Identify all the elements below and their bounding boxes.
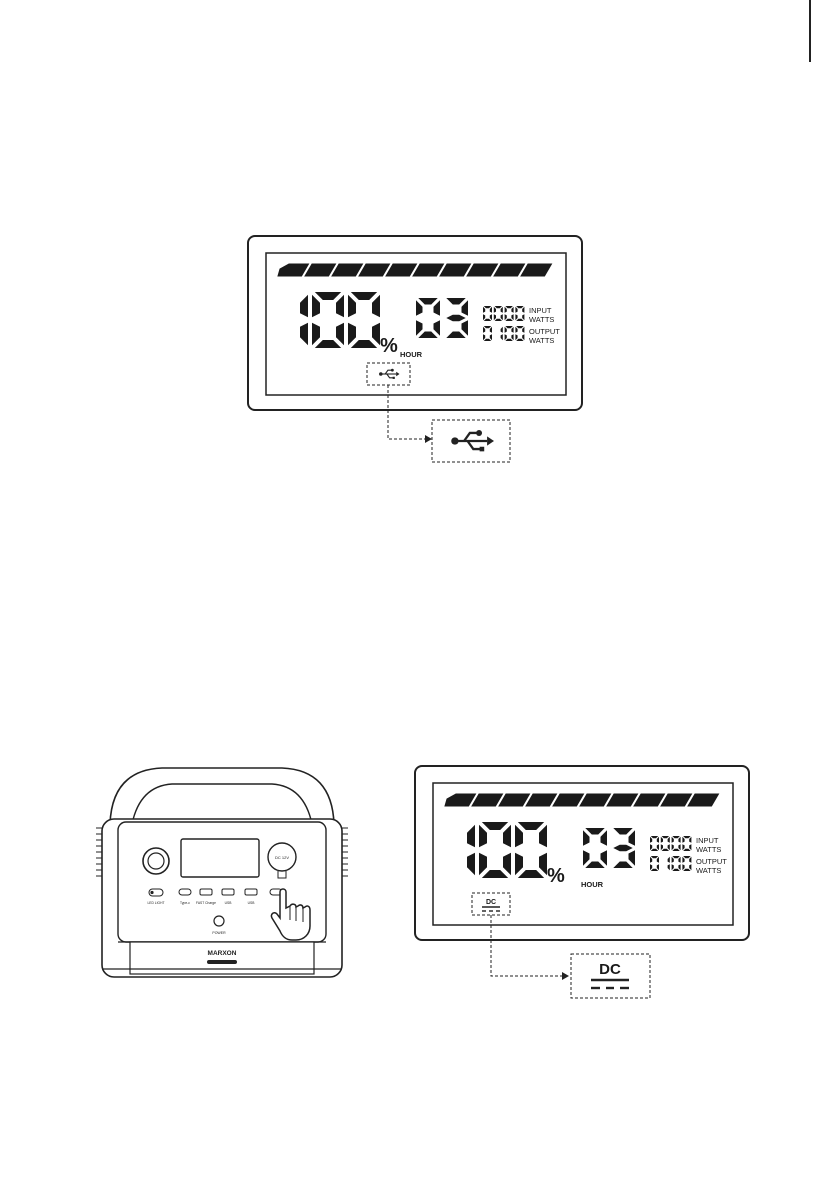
page-margin-line [809, 0, 811, 62]
svg-text:LED LIGHT: LED LIGHT [147, 901, 164, 905]
brand-label: MARXON [208, 950, 237, 957]
percent-symbol: % [547, 865, 565, 887]
output-label: OUTPUT [529, 327, 560, 336]
svg-text:USB: USB [248, 901, 256, 905]
carry-handle [110, 768, 334, 824]
power-button [214, 916, 224, 926]
side-vents-right [342, 828, 348, 876]
svg-text:FAST Charge: FAST Charge [196, 901, 216, 905]
svg-text:Type-c: Type-c [180, 901, 190, 905]
dc-indicator-label: DC [486, 899, 496, 906]
output-label: OUTPUT [696, 857, 727, 866]
lcd-figure-dc: % HOUR INPUT WATTS OUTPUT WATTS DC DC [407, 762, 757, 1004]
input-label: INPUT [696, 836, 719, 845]
power-station-illustration: DC 12V LED LIGHT Type-c FAST Charge USB … [92, 764, 352, 984]
side-vents-left [96, 828, 102, 876]
percent-symbol: % [380, 335, 398, 357]
dc-socket-label: DC 12V [275, 855, 289, 860]
input-watts-label: WATTS [529, 315, 554, 324]
input-watts-label: WATTS [696, 845, 721, 854]
output-watts-label: WATTS [696, 866, 721, 875]
hour-label: HOUR [400, 350, 423, 359]
device-screen [181, 839, 259, 877]
dc-callout-label: DC [599, 961, 621, 978]
svg-text:USB: USB [225, 901, 233, 905]
power-label: POWER [212, 931, 226, 935]
hour-label: HOUR [581, 880, 604, 889]
lcd-figure-usb: % HOUR INPUT WATTS OUTPUT WATTS [240, 232, 590, 472]
input-label: INPUT [529, 306, 552, 315]
output-watts-label: WATTS [529, 336, 554, 345]
